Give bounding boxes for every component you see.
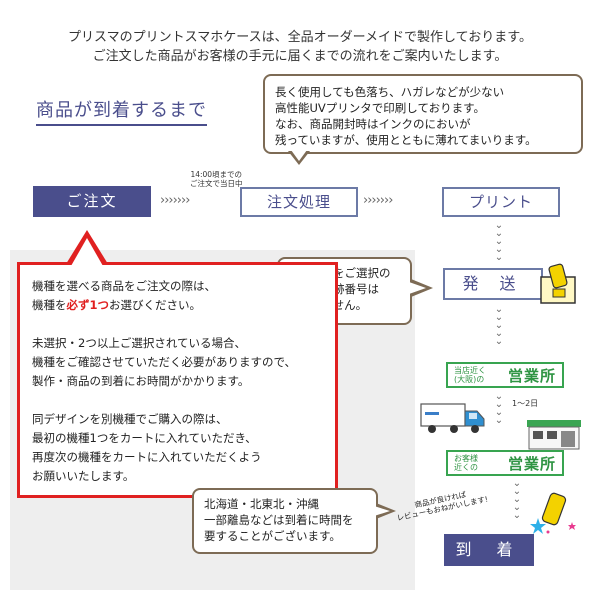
bubble-tail-fill <box>409 282 426 294</box>
notice-line: お選びください。 <box>109 298 202 312</box>
notice-line: 製作・商品の到着にお時間がかかります。 <box>32 374 250 388</box>
region-note-line: 一部離島などは到着に時間を <box>204 513 354 527</box>
office-near-store: 当店近く (大阪)の 営業所 <box>446 362 564 388</box>
intro-line-1: プリスマのプリントスマホケースは、全品オーダーメイドで製作しております。 <box>68 30 532 45</box>
office-near-customer-caption: お客様 近くの <box>454 454 478 472</box>
step-processing: 注文処理 <box>240 187 358 217</box>
office-label: 営業所 <box>507 367 556 385</box>
time-note-line: 14:00頃までの <box>190 170 243 179</box>
office-near-store-caption: 当店近く (大阪)の <box>454 366 486 384</box>
chevron-down-icon: ⌄⌄⌄⌄ <box>494 391 504 426</box>
print-note-line: 残っていますが、使用とともに薄れてまいります。 <box>275 133 537 147</box>
caption-line: 当店近く <box>454 366 486 375</box>
region-note-line: 要することがございます。 <box>204 529 341 543</box>
chevron-right-icon: ››››››› <box>363 193 393 208</box>
page-heading: 商品が到着するまで <box>36 96 207 126</box>
time-note: 14:00頃までの ご注文で当日中 <box>190 170 243 188</box>
notice-line: 同デザインを別機種でご購入の際は、 <box>32 412 228 426</box>
transit-days: 1～2日 <box>512 399 539 408</box>
office-near-customer: お客様 近くの 営業所 <box>446 450 564 476</box>
notice-paragraph: 未選択・2つ以上ご選択されている場合、 機種をご確認させていただく必要があります… <box>32 334 323 391</box>
truck-icon <box>420 403 485 433</box>
notice-paragraph: 機種を選べる商品をご注文の際は、 機種を必ず1つお選びください。 <box>32 277 323 315</box>
step-print: プリント <box>442 187 560 217</box>
notice-tail-fill <box>71 238 103 266</box>
intro-line-2: ご注文した商品がお客様の手元に届くまでの流れをご案内いたします。 <box>92 49 508 64</box>
notice-line: お願いいたします。 <box>32 469 135 483</box>
region-note-line: 北海道・北東北・沖縄 <box>204 497 319 511</box>
caption-line: お客様 <box>454 454 478 463</box>
chevron-down-icon: ⌄⌄⌄⌄⌄ <box>494 304 504 347</box>
notice-line: 機種を選べる商品をご注文の際は、 <box>32 279 216 293</box>
notice-line: 最初の機種1つをカートに入れていただき、 <box>32 431 257 445</box>
model-notice-box: 機種を選べる商品をご注文の際は、 機種を必ず1つお選びください。 未選択・2つ以… <box>17 262 338 498</box>
region-note-bubble: 北海道・北東北・沖縄 一部離島などは到着に時間を 要することがございます。 <box>192 488 378 554</box>
step-ship: 発 送 <box>443 268 543 300</box>
mail-package-icon <box>540 263 576 304</box>
notice-line: 未選択・2つ以上ご選択されている場合、 <box>32 336 246 350</box>
time-note-line: ご注文で当日中 <box>190 179 243 188</box>
bubble-tail-fill <box>291 150 307 161</box>
chevron-down-icon: ⌄⌄⌄⌄⌄ <box>494 220 504 263</box>
print-note-line: なお、商品開封時はインクのにおいが <box>275 117 471 131</box>
print-note-line: 高性能UVプリンタで印刷しております。 <box>275 101 485 115</box>
office-label: 営業所 <box>507 455 556 473</box>
caption-line: (大阪)の <box>454 375 485 384</box>
bubble-tail-fill <box>374 506 390 516</box>
shop-icon <box>527 420 581 450</box>
step-order: ご注文 <box>33 186 151 217</box>
caption-line: 近くの <box>454 463 478 472</box>
phone-star-icon <box>530 492 576 534</box>
notice-paragraph: 同デザインを別機種でご購入の際は、 最初の機種1つをカートに入れていただき、 再… <box>32 410 323 486</box>
intro-text: プリスマのプリントスマホケースは、全品オーダーメイドで製作しております。 ご注文… <box>0 28 600 66</box>
chevron-down-icon: ⌄⌄⌄⌄⌄ <box>512 478 522 521</box>
notice-line: 再度次の機種をカートに入れていただくよう <box>32 450 262 464</box>
notice-emphasis: 必ず1つ <box>66 298 110 312</box>
step-arrive: 到 着 <box>444 534 534 566</box>
notice-line: 機種をご確認させていただく必要がありますので、 <box>32 355 297 369</box>
print-note-bubble: 長く使用しても色落ち、ハガレなどが少ない 高性能UVプリンタで印刷しております。… <box>263 74 583 154</box>
notice-line: 機種を <box>32 298 67 312</box>
chevron-right-icon: ››››››› <box>160 193 190 208</box>
print-note-line: 長く使用しても色落ち、ハガレなどが少ない <box>275 85 505 99</box>
